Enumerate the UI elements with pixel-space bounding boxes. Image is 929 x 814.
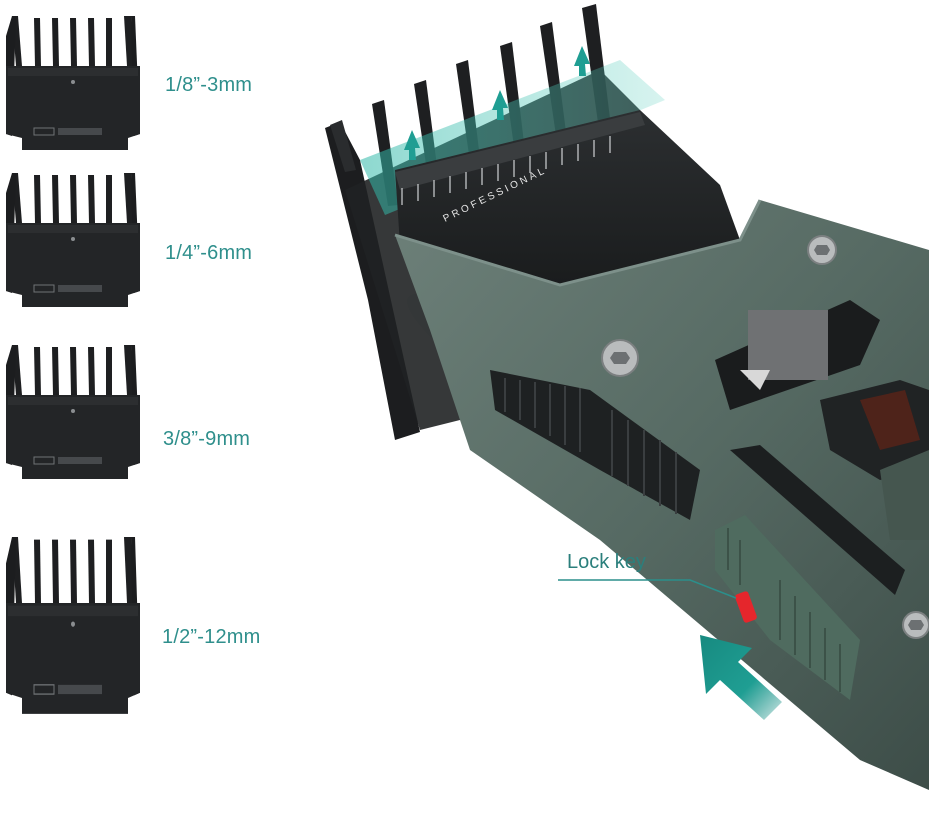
screw-icon <box>902 611 929 639</box>
hair-clipper: PROFESSIONAL <box>325 4 929 790</box>
lock-key-leader-line <box>558 579 737 599</box>
body-slot <box>730 445 905 595</box>
blade-direction-arrows <box>404 46 590 160</box>
guard-size-label: 1/8”-3mm <box>165 74 253 96</box>
lock-key <box>735 591 757 623</box>
lock-slider <box>715 515 860 700</box>
screw-icon <box>807 235 837 265</box>
guard-comb-3mm <box>5 15 141 151</box>
guard-size-label: 3/8”-9mm <box>163 428 251 450</box>
guard-comb-6mm <box>5 172 141 308</box>
guard-comb-12mm <box>5 536 141 715</box>
side-vents <box>490 370 700 520</box>
guard-comb-9mm <box>5 344 141 480</box>
push-arrow-icon <box>700 635 782 720</box>
blade: PROFESSIONAL <box>395 110 740 285</box>
guard-size-label: 1/4”-6mm <box>165 242 253 264</box>
guard-size-label: 1/2”-12mm <box>162 626 261 648</box>
display-window <box>820 380 929 480</box>
screw-icon <box>601 339 639 377</box>
logo-plate <box>715 300 880 410</box>
lock-key-label: Lock key <box>567 551 646 573</box>
